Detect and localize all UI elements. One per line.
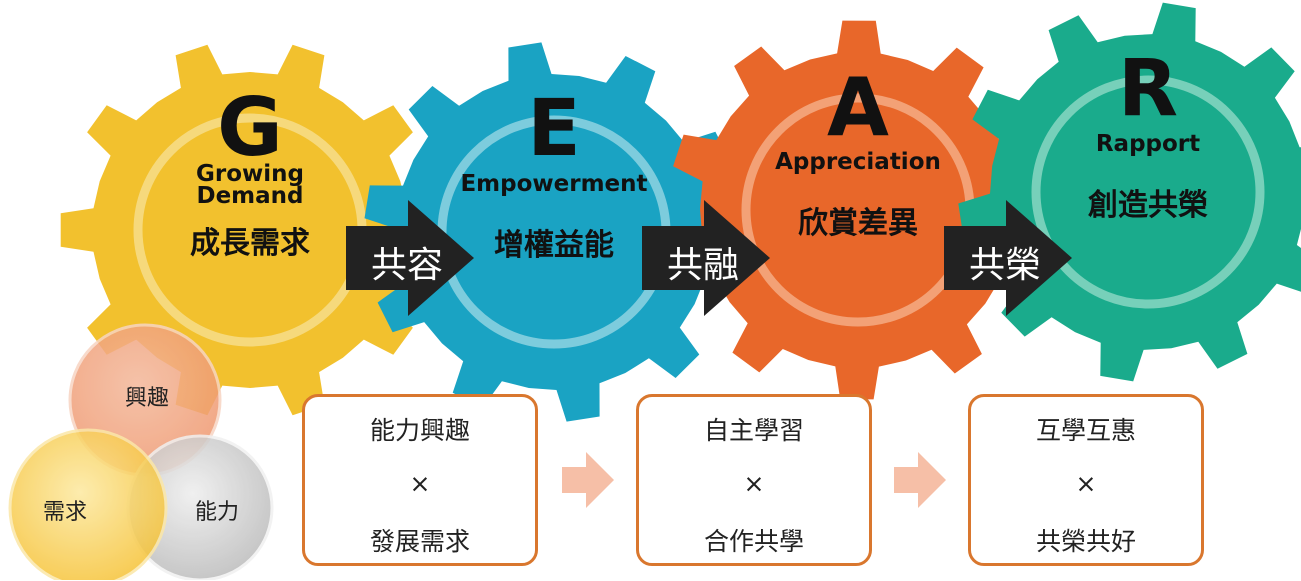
box-3-times: × xyxy=(1075,469,1097,498)
flow-arrow-1 xyxy=(562,452,614,508)
gear-chinese-appreciation: 欣賞差異 xyxy=(798,206,918,241)
venn-label-interest: 興趣 xyxy=(124,386,169,411)
gear-empowerment xyxy=(364,42,744,422)
concept-box-3: 互學互惠 × 共榮共好 xyxy=(968,394,1204,566)
concept-box-2: 自主學習 × 合作共學 xyxy=(636,394,872,566)
box-2-times: × xyxy=(743,469,765,498)
gear-english-empowerment: Empowerment xyxy=(460,171,648,197)
gear-chinese-empowerment: 增權益能 xyxy=(494,228,614,263)
connector-label-2: 共融 xyxy=(666,245,739,286)
box-1-line1: 能力興趣 xyxy=(369,416,470,445)
connector-arrow-3 xyxy=(944,200,1072,316)
box-2-line1: 自主學習 xyxy=(703,416,804,445)
concept-box-1: 能力興趣 × 發展需求 xyxy=(302,394,538,566)
venn-label-ability: 能力 xyxy=(194,500,239,525)
gear-appreciation xyxy=(672,20,1044,400)
box-3-line2: 共榮共好 xyxy=(1035,527,1136,556)
gear-chinese-rapport: 創造共榮 xyxy=(1088,188,1208,223)
connector-label-1: 共容 xyxy=(370,245,443,286)
gear-growing-demand xyxy=(60,44,440,416)
venn-label-need: 需求 xyxy=(42,500,87,525)
gear-english-rapport: Rapport xyxy=(1095,131,1201,157)
gear-letter-rapport: R xyxy=(1117,44,1179,134)
box-3-line1: 互學互惠 xyxy=(1035,416,1136,445)
gear-letter-growing-demand: G xyxy=(217,81,283,174)
gear-letter-appreciation: A xyxy=(827,61,889,154)
gear-english-appreciation: Appreciation xyxy=(775,149,941,175)
gear-ring-rapport xyxy=(1031,75,1265,309)
gear-letter-empowerment: E xyxy=(527,84,581,174)
venn-diagram xyxy=(8,323,274,580)
connector-arrow-2 xyxy=(642,200,770,316)
box-2-line2: 合作共學 xyxy=(703,527,804,556)
gear-chinese-growing-demand: 成長需求 xyxy=(190,226,310,261)
connector-arrow-1 xyxy=(346,200,474,316)
box-1-line2: 發展需求 xyxy=(369,527,470,556)
connector-label-3: 共榮 xyxy=(968,245,1041,286)
flow-arrow-2 xyxy=(894,452,946,508)
venn-circle-need xyxy=(8,428,168,580)
box-1-times: × xyxy=(409,469,431,498)
